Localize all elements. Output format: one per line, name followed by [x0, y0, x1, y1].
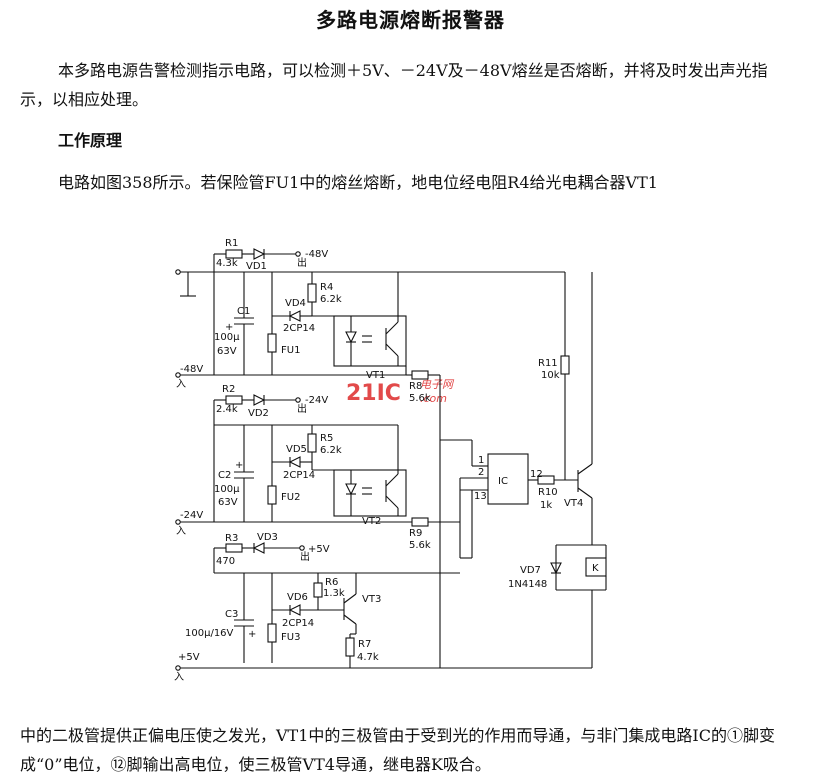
svg-text:出: 出 — [297, 402, 307, 415]
svg-text:63V: 63V — [217, 346, 237, 357]
svg-text:VD5: VD5 — [286, 444, 307, 455]
svg-text:出: 出 — [300, 550, 310, 563]
svg-text:+5V: +5V — [178, 652, 200, 663]
svg-text:R2: R2 — [222, 384, 235, 395]
fuse-fu1 — [267, 333, 277, 353]
svg-text:入: 入 — [176, 379, 186, 390]
resistor-r3 — [225, 543, 243, 553]
svg-text:R3: R3 — [225, 533, 238, 544]
diode-vd6 — [288, 604, 301, 616]
intro-paragraph: 本多路电源告警检测指示电路，可以检测＋5V、－24V及－48V熔丝是否熔断，并将… — [20, 61, 768, 109]
resistor-r5 — [307, 433, 317, 453]
svg-text:-48V: -48V — [180, 364, 203, 375]
svg-text:FU1: FU1 — [281, 345, 300, 356]
svg-text:12: 12 — [530, 469, 543, 480]
svg-text:5.6k: 5.6k — [409, 393, 431, 404]
ic-nand — [487, 453, 529, 505]
page-title: 多路电源熔断报警器 — [316, 8, 505, 32]
resistor-r7 — [345, 637, 355, 657]
svg-text:R11: R11 — [538, 358, 558, 369]
svg-text:VT3: VT3 — [362, 594, 381, 605]
section-heading: 工作原理 — [58, 131, 123, 150]
svg-text:2CP14: 2CP14 — [283, 323, 315, 334]
resistor-r9 — [411, 517, 429, 527]
svg-text:2CP14: 2CP14 — [283, 470, 315, 481]
svg-text:1N4148: 1N4148 — [508, 579, 547, 590]
resistor-r2 — [225, 395, 243, 405]
svg-text:K: K — [592, 563, 599, 574]
svg-text:VD4: VD4 — [285, 298, 306, 309]
svg-text:IC: IC — [498, 476, 508, 487]
svg-text:R8: R8 — [409, 381, 422, 392]
svg-text:+5V: +5V — [308, 544, 330, 555]
svg-text:+: + — [225, 322, 233, 333]
led-vd3 — [252, 542, 265, 554]
svg-text:入: 入 — [176, 526, 186, 537]
svg-text:1.3k: 1.3k — [323, 588, 345, 599]
led-vd2 — [253, 394, 266, 406]
svg-text:R1: R1 — [225, 238, 238, 249]
svg-text:VD2: VD2 — [248, 408, 269, 419]
svg-text:2: 2 — [478, 467, 484, 478]
svg-text:10k: 10k — [541, 370, 560, 381]
svg-text:2.4k: 2.4k — [216, 404, 238, 415]
svg-text:FU2: FU2 — [281, 492, 300, 503]
resistor-r1 — [225, 249, 243, 259]
svg-text:-24V: -24V — [180, 510, 203, 521]
fuse-fu3 — [267, 623, 277, 643]
optocoupler-vt1 — [333, 315, 407, 367]
watermark-logo: 21IC — [346, 381, 401, 406]
svg-text:入: 入 — [174, 672, 184, 683]
svg-text:63V: 63V — [218, 497, 238, 508]
watermark-sub: 电子网 — [420, 378, 455, 391]
relay-k — [585, 557, 607, 577]
svg-text:100μ: 100μ — [214, 332, 240, 343]
diode-vd5 — [288, 456, 301, 468]
svg-text:6.2k: 6.2k — [320, 294, 342, 305]
principle-paragraph: 电路如图358所示。若保险管FU1中的熔丝熔断，地电位经电阻R4给光电耦合器VT… — [58, 173, 658, 192]
resistor-r6 — [313, 582, 323, 598]
svg-text:VD1: VD1 — [246, 261, 267, 272]
svg-text:13: 13 — [474, 491, 487, 502]
resistor-r4 — [307, 283, 317, 303]
svg-text:R10: R10 — [538, 487, 558, 498]
svg-text:FU3: FU3 — [281, 632, 300, 643]
svg-text:4.3k: 4.3k — [216, 258, 238, 269]
bottom-paragraph: 中的二极管提供正偏电压使之发光，VT1中的三极管由于受到光的作用而导通，与非门集… — [20, 726, 775, 774]
optocoupler-vt2 — [333, 469, 407, 517]
diode-vd7 — [550, 562, 562, 575]
svg-text:C1: C1 — [237, 306, 250, 317]
svg-text:C3: C3 — [225, 609, 238, 620]
svg-text:2CP14: 2CP14 — [282, 618, 314, 629]
svg-text:R6: R6 — [325, 577, 338, 588]
svg-text:470: 470 — [216, 556, 235, 567]
svg-text:VD6: VD6 — [287, 592, 308, 603]
svg-text:R4: R4 — [320, 282, 333, 293]
svg-text:1k: 1k — [540, 500, 552, 511]
led-vd1 — [253, 248, 266, 260]
svg-text:VT4: VT4 — [564, 498, 583, 509]
svg-text:+: + — [235, 460, 243, 471]
svg-text:1: 1 — [478, 455, 484, 466]
svg-text:6.2k: 6.2k — [320, 445, 342, 456]
svg-text:100μ: 100μ — [214, 484, 240, 495]
svg-text:R7: R7 — [358, 639, 371, 650]
svg-text:-48V: -48V — [305, 249, 328, 260]
svg-text:+: + — [248, 629, 256, 640]
svg-text:100μ/16V: 100μ/16V — [185, 628, 234, 639]
svg-text:VD3: VD3 — [257, 532, 278, 543]
svg-text:4.7k: 4.7k — [357, 652, 379, 663]
svg-text:-24V: -24V — [305, 395, 328, 406]
svg-text:R5: R5 — [320, 433, 333, 444]
diode-vd4 — [288, 310, 301, 322]
svg-text:出: 出 — [297, 256, 307, 269]
svg-text:R9: R9 — [409, 528, 422, 539]
svg-text:VD7: VD7 — [520, 565, 541, 576]
svg-text:5.6k: 5.6k — [409, 540, 431, 551]
fuse-fu2 — [267, 485, 277, 505]
svg-text:C2: C2 — [218, 470, 231, 481]
resistor-r11 — [560, 355, 570, 375]
